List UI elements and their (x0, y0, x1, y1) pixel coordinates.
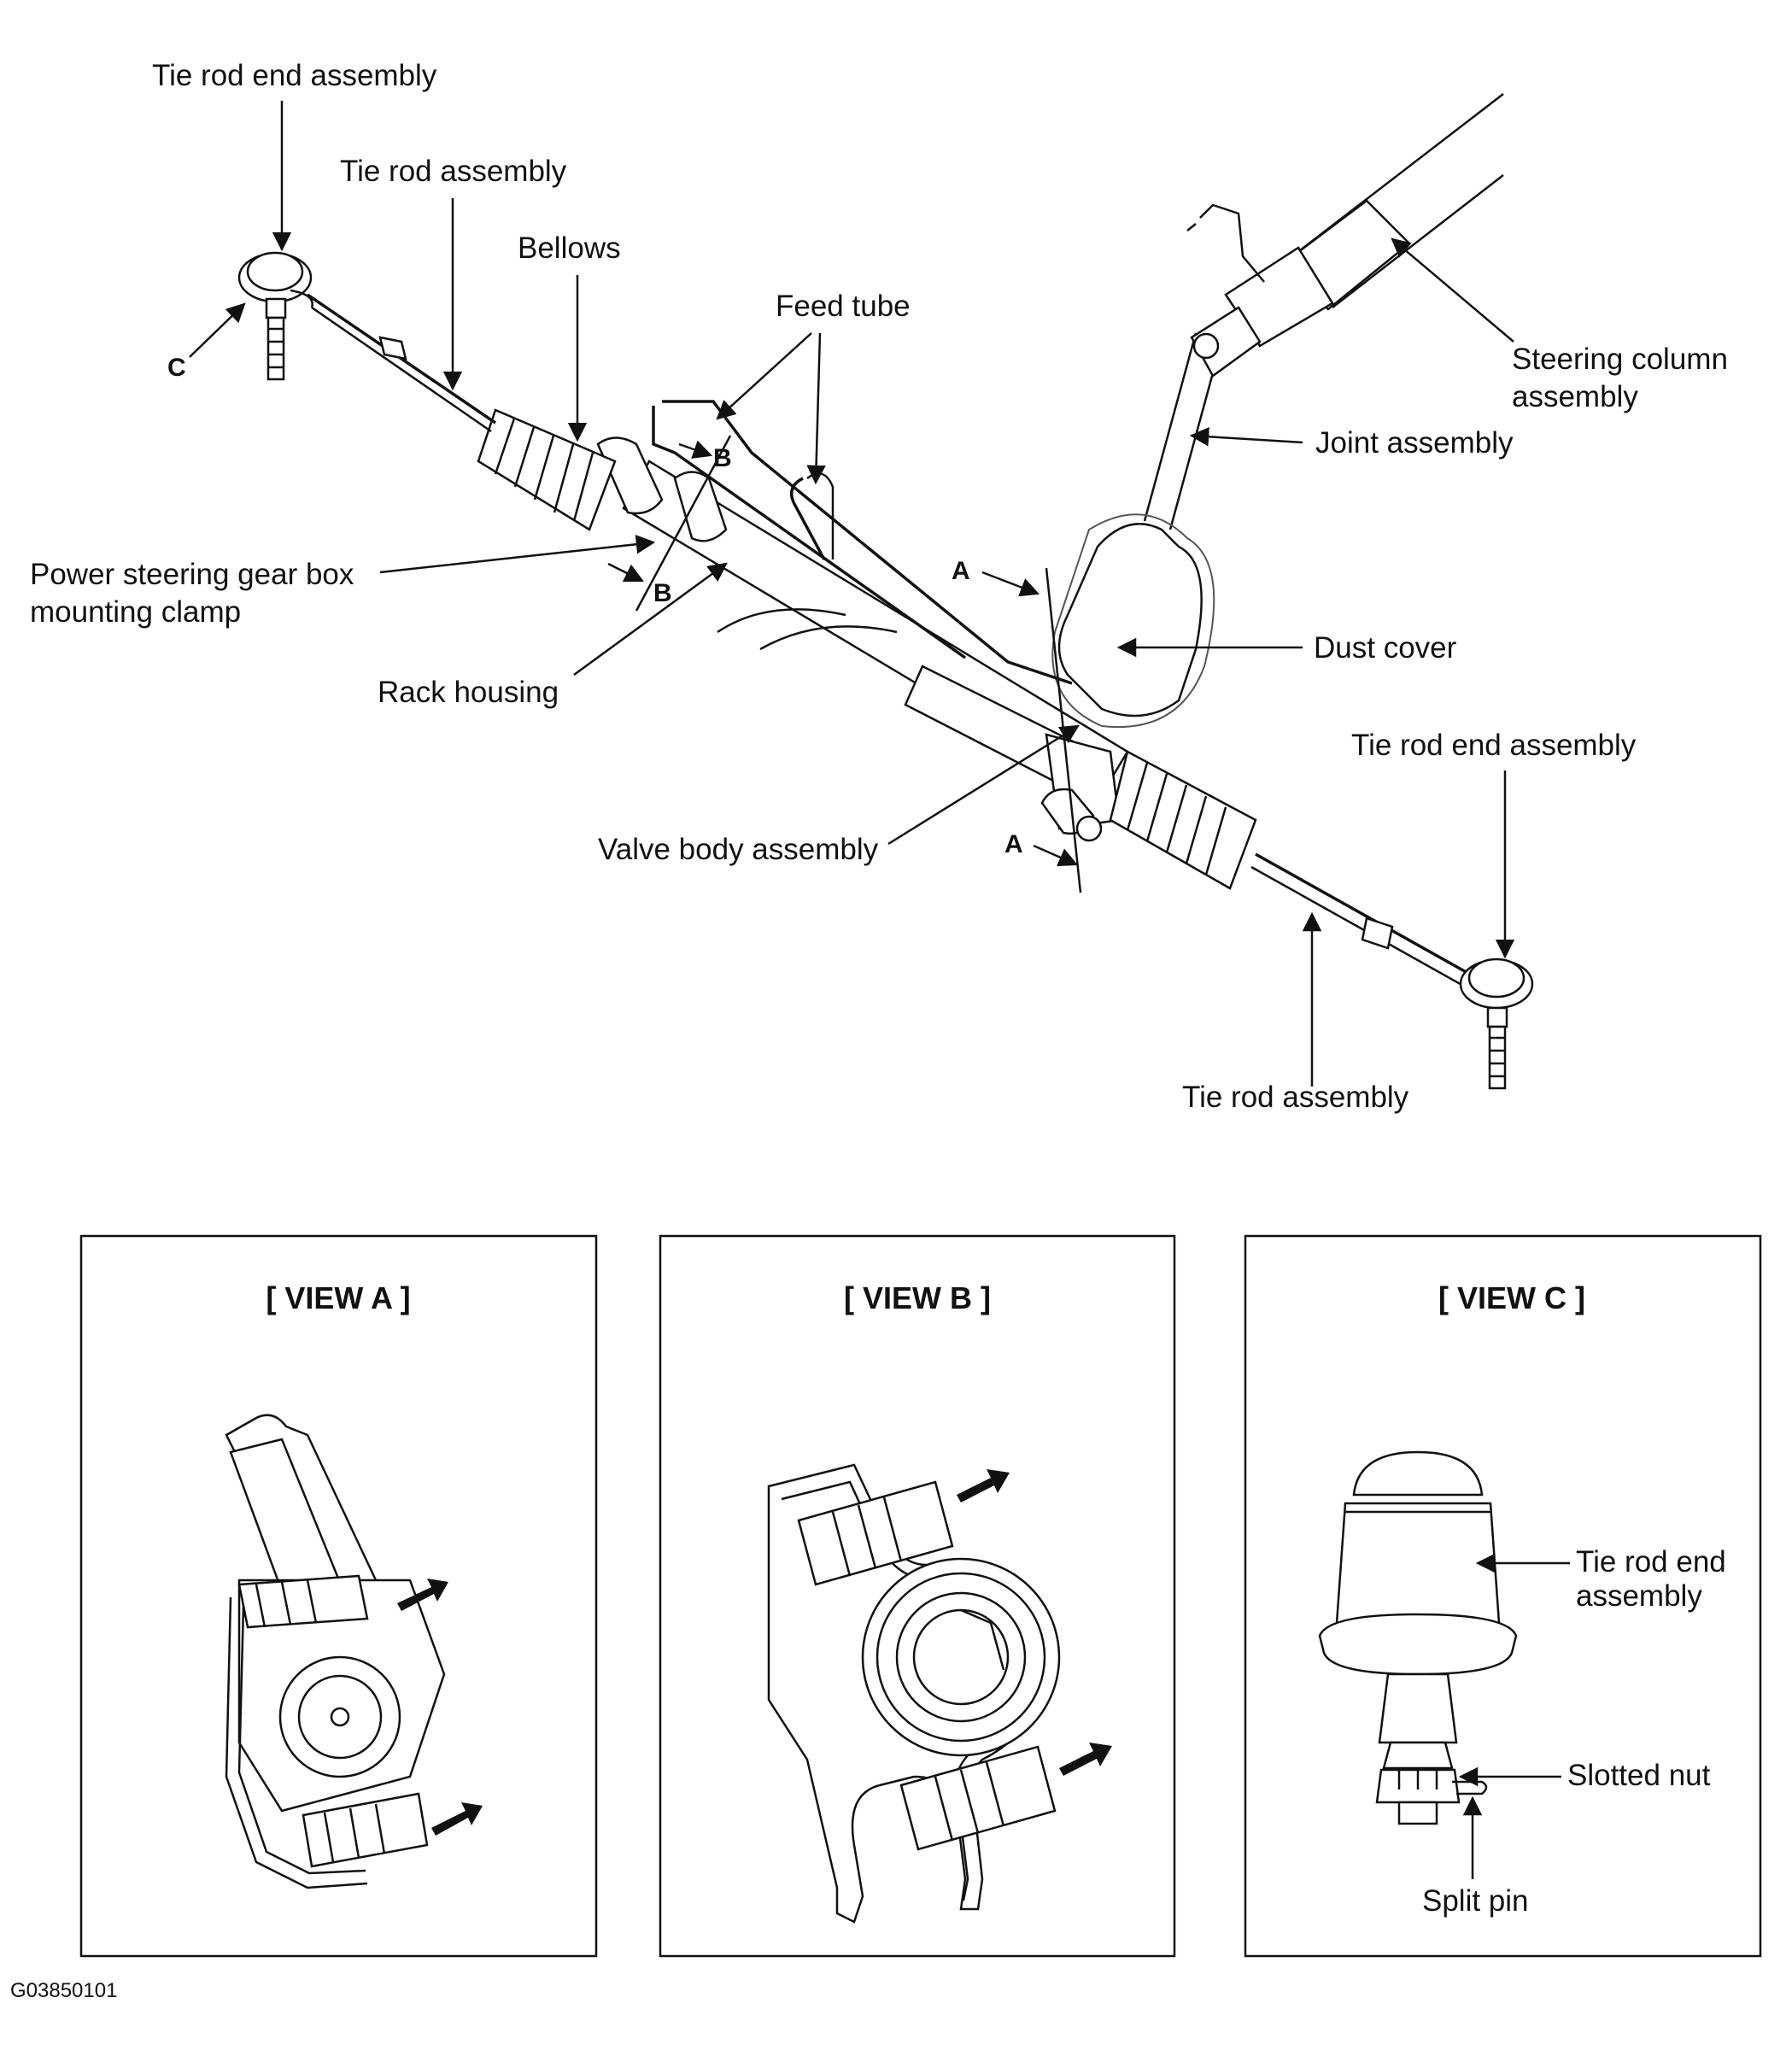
view-c-label-split-pin: Split pin (1422, 1884, 1529, 1918)
view-c-drawing (1318, 1450, 1518, 1825)
bellows-right (1109, 750, 1257, 890)
main-labels: Tie rod end assembly Tie rod assembly Be… (30, 59, 1728, 1114)
view-a-title: [ VIEW A ] (266, 1280, 410, 1315)
label-clamp-line1: Power steering gear box (30, 558, 354, 591)
marker-b-upper: B (713, 444, 732, 472)
view-c-label-tie-rod-end-line1: Tie rod end (1576, 1545, 1726, 1579)
view-a-arrow-upper (397, 1579, 448, 1611)
label-clamp-line2: mounting clamp (30, 595, 241, 629)
tie-rod-left (307, 293, 496, 433)
tie-rod-end-right (1459, 958, 1534, 1090)
label-valve-body: Valve body assembly (598, 833, 879, 866)
view-c-panel: [ VIEW C ] Tie rod end assembly Slotted … (1244, 1234, 1762, 1958)
label-tie-rod-end-right: Tie rod end assembly (1351, 729, 1637, 762)
label-rack-housing: Rack housing (378, 676, 559, 709)
label-tie-rod-right: Tie rod assembly (1182, 1081, 1409, 1114)
view-a-arrow-lower (431, 1802, 483, 1836)
section-line-b (635, 435, 732, 612)
view-c-label-slotted-nut: Slotted nut (1567, 1759, 1711, 1792)
bellows-left (477, 408, 617, 531)
marker-a-lower: A (1004, 830, 1023, 858)
view-b-arrow-upper (957, 1469, 1010, 1502)
marker-a-upper: A (952, 557, 970, 585)
tie-rod-right (1250, 852, 1470, 988)
figure-id: G03850101 (10, 1979, 117, 2002)
joint-assembly (1143, 306, 1262, 530)
view-a-panel: [ VIEW A ] (79, 1234, 598, 1958)
view-c-title: [ VIEW C ] (1438, 1280, 1585, 1315)
marker-c: C (167, 354, 186, 382)
label-steering-column-line2: assembly (1512, 380, 1638, 413)
rack-housing (596, 400, 1129, 842)
label-tie-rod-left: Tie rod assembly (340, 155, 567, 188)
label-dust-cover: Dust cover (1314, 631, 1457, 665)
main-assembly (237, 93, 1534, 1090)
label-bellows: Bellows (518, 231, 621, 265)
view-b-arrow-lower (1059, 1743, 1112, 1776)
label-joint-assembly: Joint assembly (1315, 426, 1514, 460)
label-feed-tube: Feed tube (776, 290, 911, 323)
marker-b-lower: B (653, 579, 672, 607)
view-b-panel: [ VIEW B ] (659, 1234, 1176, 1958)
view-b-drawing (767, 1463, 1112, 1924)
label-steering-column-line1: Steering column (1512, 343, 1728, 376)
tie-rod-end-left (237, 251, 313, 381)
dust-cover (1051, 513, 1215, 729)
view-c-label-tie-rod-end-line2: assembly (1576, 1579, 1702, 1613)
label-tie-rod-end-left: Tie rod end assembly (152, 59, 437, 92)
steering-column (1186, 93, 1504, 348)
view-b-title: [ VIEW B ] (844, 1280, 991, 1315)
view-a-drawing (225, 1414, 483, 1889)
